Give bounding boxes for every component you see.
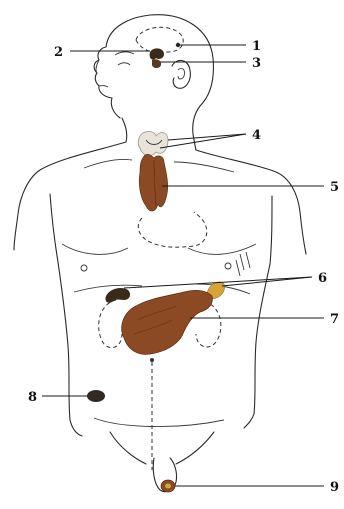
heart-outline [138, 212, 206, 247]
testis-highlight [165, 484, 171, 489]
belly-line [94, 418, 224, 427]
face-eye [118, 63, 130, 65]
flank-right [244, 264, 270, 428]
shoulder-right [196, 150, 306, 254]
label-8: 8 [28, 390, 37, 405]
face-mouth [99, 86, 108, 87]
label-7: 7 [330, 312, 339, 327]
adrenal-gland-left [105, 288, 130, 303]
head-outline [94, 15, 213, 134]
leader-4a [160, 134, 246, 148]
nipple-left [81, 265, 87, 271]
leader-4b [168, 134, 246, 140]
hypothalamus-gland [150, 48, 164, 59]
groin-left [110, 432, 146, 464]
label-6: 6 [318, 271, 327, 286]
label-2: 2 [54, 45, 63, 60]
label-5: 5 [330, 180, 339, 195]
pectoral-left [62, 244, 128, 254]
groin-right [176, 432, 214, 464]
shoulder-left [14, 142, 126, 250]
rib-hatch [236, 252, 250, 276]
label-9: 9 [330, 480, 339, 495]
thymus-gland [139, 154, 167, 211]
flank-left [58, 262, 82, 436]
navel [150, 358, 154, 362]
label-4: 4 [252, 128, 261, 143]
neck-left [122, 118, 127, 142]
arm-left-inner [50, 194, 58, 262]
ovary-gland [87, 390, 105, 402]
clavicle-left [84, 159, 132, 168]
ear-outline [172, 60, 190, 88]
ribcage-left [74, 285, 142, 292]
kidney-left-outline [99, 300, 122, 348]
thyroid-gland [138, 132, 168, 156]
label-1: 1 [252, 39, 261, 54]
label-3: 3 [252, 56, 261, 71]
ear-inner [178, 68, 185, 79]
arm-right-inner [270, 196, 272, 264]
pituitary-gland [152, 59, 161, 68]
face-eyebrow [115, 52, 134, 55]
nipple-right [225, 263, 231, 269]
clavicle-right [174, 162, 234, 172]
